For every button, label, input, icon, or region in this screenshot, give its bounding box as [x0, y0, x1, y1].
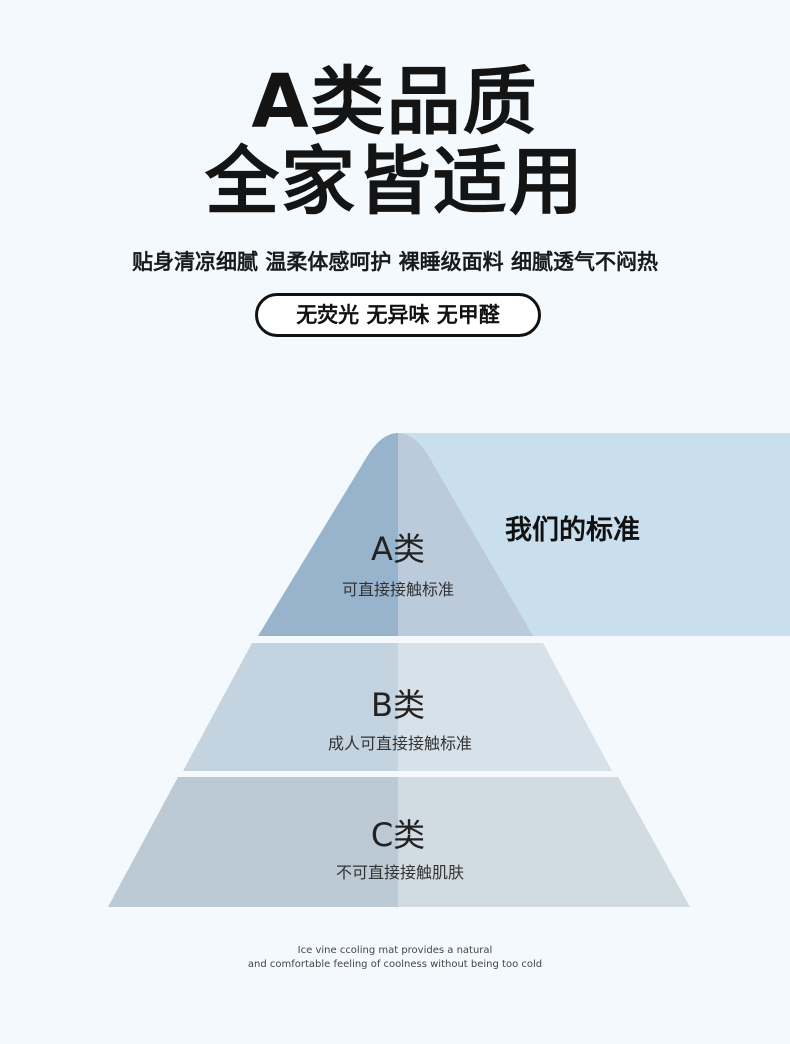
tier-a-desc: 可直接接触标准: [341, 580, 454, 599]
tier-b-right: [398, 643, 612, 771]
tier-c-label: C类: [370, 816, 426, 854]
tier-a-right: [398, 433, 533, 636]
tier-c-left: [108, 777, 398, 907]
headline-line2: 全家皆适用: [205, 139, 585, 225]
footer-line2: and comfortable feeling of coolness with…: [247, 959, 543, 970]
tier-a-label: A类: [371, 530, 425, 568]
tier-a-left: [258, 433, 398, 636]
footer-line1: Ice vine ccoling mat provides a natural: [297, 945, 493, 956]
feature-badge: 无荧光 无异味 无甲醛: [255, 293, 541, 337]
standard-label: 我们的标准: [505, 515, 640, 546]
tier-c-right: [398, 777, 690, 907]
tier-b-label: B类: [371, 686, 425, 724]
tier-b-left: [183, 643, 398, 771]
headline-line1: A类品质: [251, 59, 539, 145]
subtitle: 贴身清凉细腻 温柔体感呵护 裸睡级面料 细腻透气不闷热: [132, 250, 658, 274]
tier-b-desc: 成人可直接接触标准: [327, 734, 472, 753]
tier-c-desc: 不可直接接触肌肤: [335, 863, 464, 882]
